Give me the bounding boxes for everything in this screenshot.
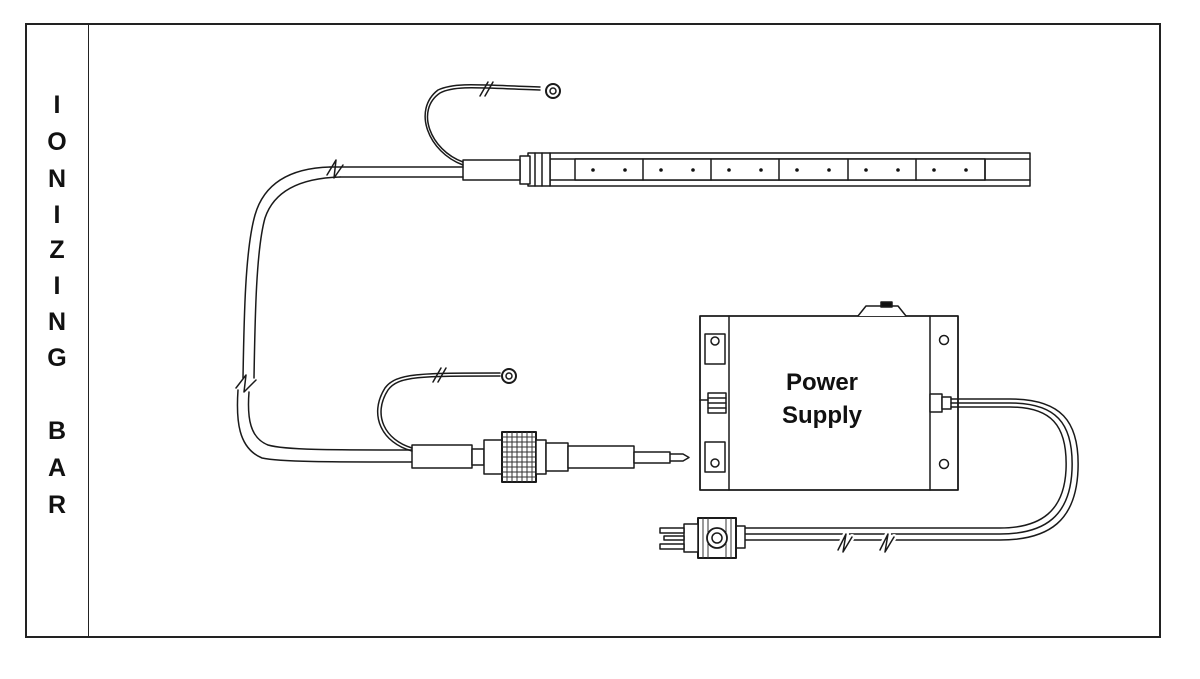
power-supply-label-line2: Supply (782, 402, 863, 429)
label-letter: G (47, 344, 67, 372)
power-supply-label-line1: Power (786, 369, 858, 396)
label-letter: N (47, 308, 67, 336)
label-letter: O (47, 128, 67, 156)
label-letter: Z (49, 236, 65, 264)
label-letter: A (47, 454, 67, 482)
label-letter: I (53, 201, 61, 229)
ac-power-cord (744, 398, 1079, 555)
emitter-segments (574, 158, 986, 181)
ionizing-bar-vertical-label: I O N I Z I N G B A R (25, 23, 89, 638)
hv-connector (411, 431, 690, 483)
ionizing-bar (462, 152, 1031, 187)
bar-ground-wire (424, 81, 561, 166)
diagram-frame (25, 23, 1161, 638)
connector-ground-wire (376, 367, 517, 452)
label-letter: R (47, 491, 67, 519)
label-letter: I (53, 272, 61, 300)
hv-cable (235, 159, 464, 463)
label-letter: I (53, 91, 61, 119)
emitter-pins (591, 168, 968, 172)
ac-plug (659, 517, 746, 559)
label-letter: B (47, 417, 67, 445)
power-supply-unit: Power Supply (699, 301, 959, 491)
label-letter: N (47, 165, 67, 193)
